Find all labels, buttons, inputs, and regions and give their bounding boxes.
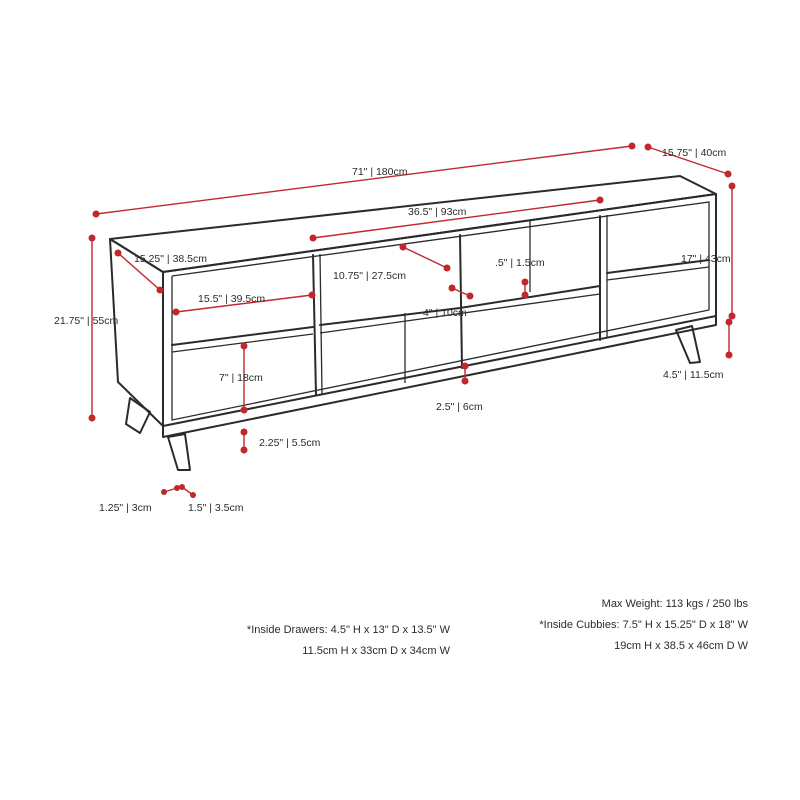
divider-center xyxy=(459,234,463,369)
inside-cubbies-metric-note: 19cm H x 38.5 x 46cm D W xyxy=(614,640,748,652)
label-width: 71" | 180cm xyxy=(352,166,408,178)
tv-stand-left-side xyxy=(109,238,164,427)
label-center-width: 36.5" | 93cm xyxy=(408,206,467,218)
center-shelf xyxy=(319,285,601,326)
inside-cubbies-note: *Inside Cubbies: 7.5" H x 15.25" D x 18"… xyxy=(539,619,748,631)
label-shelf-thickness: .5" | 1.5cm xyxy=(495,257,545,269)
base-rail xyxy=(162,315,717,438)
label-total-height: 21.75" | 55cm xyxy=(54,315,118,327)
label-apron: 2.25" | 5.5cm xyxy=(259,437,321,449)
label-leg-foot: 1.25" | 3cm xyxy=(99,502,152,514)
divider-left xyxy=(312,254,317,396)
right-drawer-split-lower xyxy=(606,266,710,281)
notes-right-column: Max Weight: 113 kgs / 250 lbs *Inside Cu… xyxy=(539,594,748,657)
tv-stand-outline xyxy=(109,175,717,471)
inside-drawers-metric-note: 11.5cm H x 33cm D x 34cm W xyxy=(302,645,450,657)
label-base-rail: 2.5" | 6cm xyxy=(436,401,483,413)
front-left-leg xyxy=(167,433,191,471)
label-drawer-height: 7" | 18cm xyxy=(219,372,263,384)
dimension-lines xyxy=(88,142,736,498)
max-weight-note: Max Weight: 113 kgs / 250 lbs xyxy=(601,598,748,610)
notes-left-column: *Inside Drawers: 4.5" H x 13" D x 13.5" … xyxy=(247,620,450,662)
center-shelf-edge xyxy=(319,293,601,334)
front-right-leg xyxy=(675,325,701,364)
back-left-leg xyxy=(125,397,151,434)
label-depth: 15.75" | 40cm xyxy=(662,147,726,159)
left-drawer-split xyxy=(171,326,314,346)
label-divider-width: 4" | 10cm xyxy=(423,307,467,319)
label-inner-depth: 15.25" | 38.5cm xyxy=(134,253,207,265)
label-drawer-width: 15.5" | 39.5cm xyxy=(198,293,265,305)
dimension-labels: 71" | 180cm 15.75" | 40cm 36.5" | 93cm 1… xyxy=(54,147,731,514)
label-leg-height: 4.5" | 11.5cm xyxy=(663,369,724,381)
inside-drawers-note: *Inside Drawers: 4.5" H x 13" D x 13.5" … xyxy=(246,624,450,636)
label-center-cubby-width: 10.75" | 27.5cm xyxy=(333,270,406,282)
label-leg-top: 1.5" | 3.5cm xyxy=(188,502,244,514)
right-drawer-split xyxy=(606,259,710,274)
label-right-height: 17" | 43cm xyxy=(681,253,731,265)
